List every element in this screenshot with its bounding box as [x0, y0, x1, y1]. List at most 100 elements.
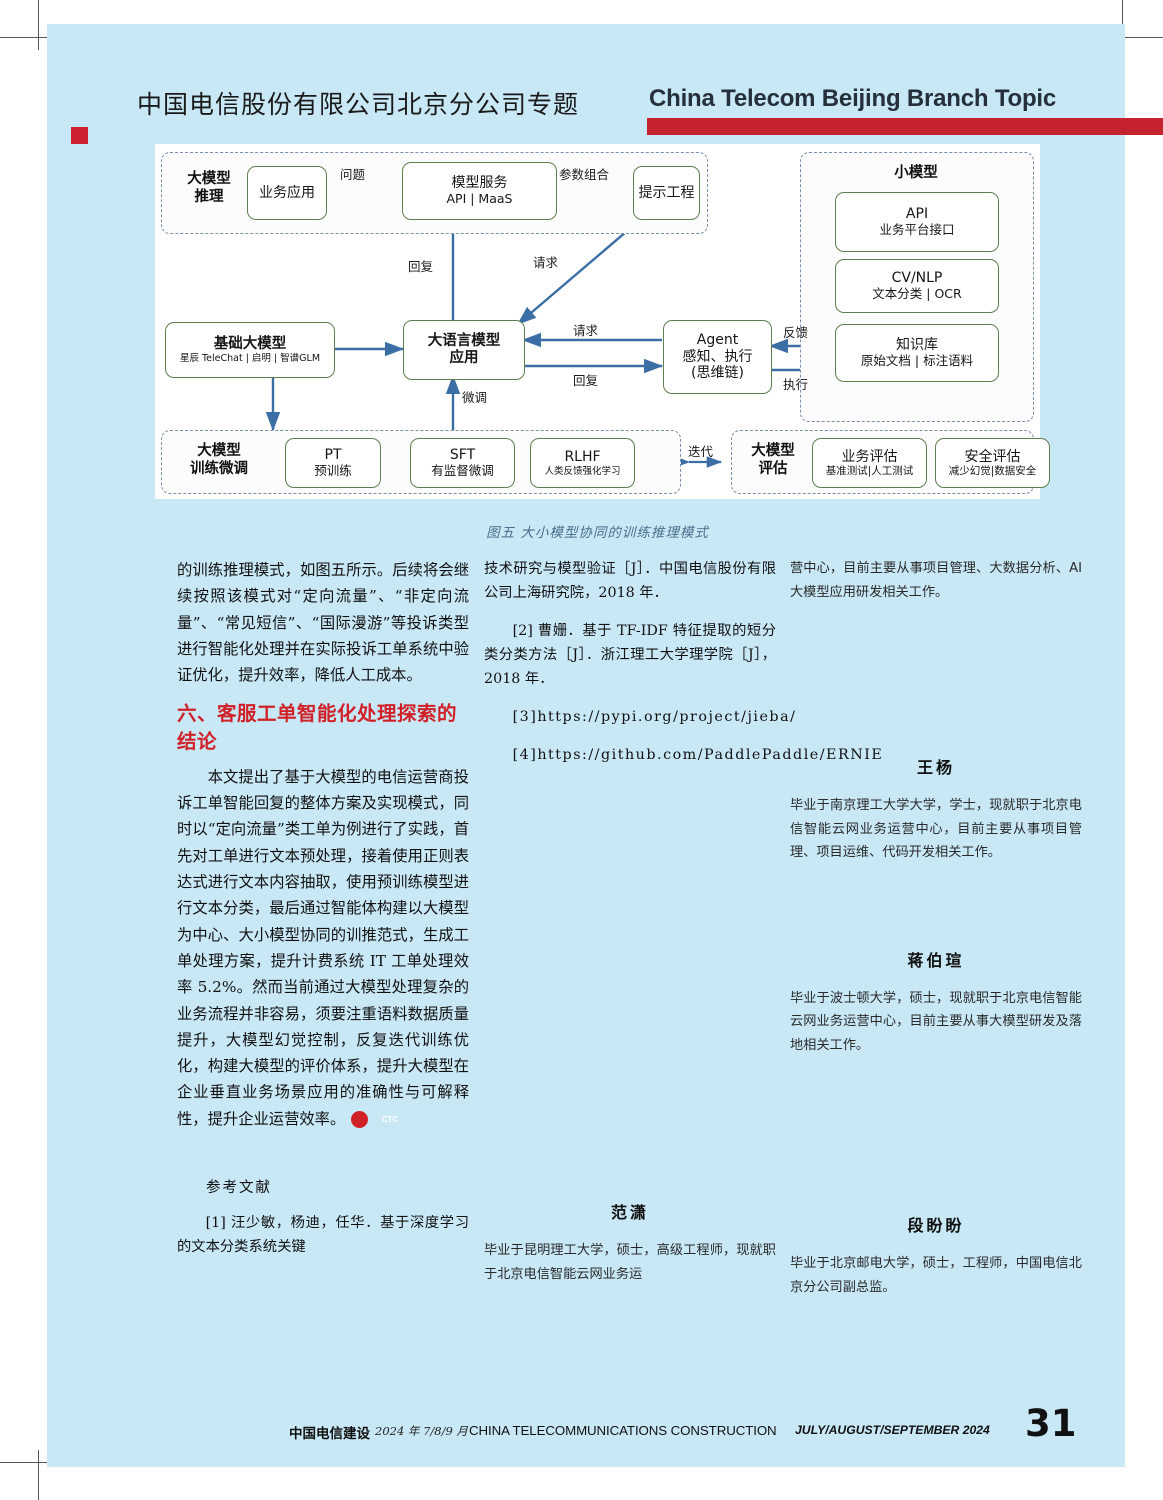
references-heading: 参考文献 — [206, 1180, 272, 1197]
column3-spacer-2 — [790, 865, 1082, 947]
box-agent-line1: Agent — [696, 332, 739, 349]
box-pt-line1: PT — [324, 447, 342, 464]
edge-label-param-combo: 参数组合 — [559, 167, 610, 182]
red-square-marker — [71, 127, 88, 144]
reference-item-2: [2] 曹姗．基于 TF-IDF 特征提取的短分类分类方法［J］．浙江理工大学理… — [484, 623, 776, 688]
edge-label-reply-1: 回复 — [408, 259, 434, 274]
edge-label-execute: 执行 — [783, 377, 809, 392]
box-sft-line2: 有监督微调 — [431, 462, 494, 478]
section-evaluation-label: 大模型 评估 — [737, 442, 809, 478]
figure-caption: 图五 大小模型协同的训练推理模式 — [486, 525, 709, 541]
box-pt: PT 预训练 — [285, 438, 381, 488]
author-name-fanxiao: 范潇 — [610, 1203, 649, 1223]
author-bio-jiangboxuan: 毕业于波士顿大学，硕士，现就职于北京电信智能云网业务运营中心，目前主要从事大模型… — [790, 990, 1082, 1053]
paragraph-conclusion: 本文提出了基于大模型的电信运营商投诉工单智能回复的整体方案及实现模式，同时以“定… — [177, 764, 469, 1132]
footer-date-english: JULY/AUGUST/SEPTEMBER 2024 — [795, 1423, 990, 1437]
box-business-evaluation-line1: 业务评估 — [841, 448, 898, 465]
box-cv-nlp-line1: CV/NLP — [891, 270, 943, 287]
section-inference-line1: 大模型 — [187, 171, 231, 187]
author-name-jiangboxuan: 蒋伯瑄 — [907, 950, 965, 970]
reference-item-1-continued: 技术研究与模型验证［J］．中国电信股份有限公司上海研究院，2018 年． — [484, 561, 776, 602]
reference-item-3: [3]https://pypi.org/project/jieba/ — [512, 709, 797, 726]
box-llm-application-line2: 应用 — [449, 350, 479, 366]
crop-mark-right-top — [1113, 37, 1163, 38]
crop-mark-bottom-left — [38, 1450, 39, 1500]
author-bio-continued: 营中心，目前主要从事项目管理、大数据分析、AI 大模型应用研发相关工作。 — [790, 561, 1082, 600]
footer-journal-english: CHINA TELECOMMUNICATIONS CONSTRUCTION — [469, 1423, 777, 1438]
page-canvas: 中国电信股份有限公司北京分公司专题 China Telecom Beijing … — [47, 24, 1163, 1467]
box-business-evaluation-line2: 基准测试|人工测试 — [825, 465, 914, 478]
section-training-line2: 训练微调 — [190, 461, 248, 478]
footer-date-chinese: 2024 年 7/8/9 月 — [375, 1424, 468, 1438]
page-header: 中国电信股份有限公司北京分公司专题 China Telecom Beijing … — [137, 79, 1163, 145]
box-base-large-model: 基础大模型 星辰 TeleChat | 启明 | 智谱GLM — [165, 322, 335, 378]
footer-page-number: 31 — [1025, 1402, 1077, 1445]
box-base-large-model-line1: 基础大模型 — [213, 335, 287, 352]
column-1: 的训练推理模式，如图五所示。后续将会继续按照该模式对“定向流量”、“非定向流量”… — [177, 557, 469, 1273]
box-security-evaluation-line1: 安全评估 — [964, 448, 1021, 465]
header-title-english: China Telecom Beijing Branch Topic — [649, 85, 1057, 112]
edge-label-iterate: 迭代 — [688, 444, 714, 459]
author-name-duanpanpan: 段盼盼 — [907, 1216, 965, 1235]
reference-item-4: [4]https://github.com/PaddlePaddle/ERNIE — [512, 747, 884, 764]
box-business-app-label: 业务应用 — [259, 184, 315, 201]
section-training-label: 大模型 训练微调 — [169, 442, 269, 478]
crop-mark-left-bottom — [0, 1462, 50, 1463]
ctc-logo: CTC — [351, 1111, 398, 1129]
column3-spacer-1 — [790, 604, 1082, 754]
author-bio-duanpanpan: 毕业于北京邮电大学，硕士，工程师，中国电信北京分公司副总监。 — [790, 1256, 1082, 1295]
box-small-api-line1: API — [905, 206, 929, 223]
crop-mark-top-left — [38, 0, 39, 50]
section-small-model-label: 小模型 — [894, 165, 938, 181]
paragraph-continuation: 的训练推理模式，如图五所示。后续将会继续按照该模式对“定向流量”、“非定向流量”… — [177, 561, 469, 685]
author-name-wangyang: 王杨 — [916, 758, 955, 777]
box-knowledge-base-line2: 原始文档 | 标注语料 — [860, 352, 974, 368]
edge-label-feedback: 反馈 — [783, 325, 809, 340]
box-base-large-model-line2: 星辰 TeleChat | 启明 | 智谱GLM — [179, 352, 321, 364]
box-small-api: API 业务平台接口 — [835, 192, 999, 252]
box-security-evaluation: 安全评估 减少幻觉|数据安全 — [935, 438, 1050, 488]
conclusion-text: 本文提出了基于大模型的电信运营商投诉工单智能回复的整体方案及实现模式，同时以“定… — [177, 767, 469, 1128]
reference-item-1: [1] 汪少敏，杨迪，任华．基于深度学习的文本分类系统关键 — [177, 1215, 469, 1256]
box-knowledge-base-line1: 知识库 — [896, 337, 938, 354]
edge-label-question: 问题 — [340, 167, 366, 182]
page-footer: 中国电信建设 2024 年 7/8/9 月 CHINA TELECOMMUNIC… — [177, 1402, 1077, 1454]
box-cv-nlp-line2: 文本分类 | OCR — [872, 285, 962, 301]
footer-journal-chinese: 中国电信建设 — [289, 1426, 370, 1442]
crop-mark-left-top — [0, 37, 50, 38]
box-knowledge-base: 知识库 原始文档 | 标注语料 — [835, 324, 999, 382]
section-evaluation-line2: 评估 — [758, 461, 788, 478]
box-llm-application: 大语言模型 应用 — [403, 320, 525, 380]
box-cv-nlp: CV/NLP 文本分类 | OCR — [835, 259, 999, 313]
box-agent-line3: (思维链) — [691, 365, 744, 382]
box-prompt-engineering: 提示工程 — [633, 166, 700, 220]
author-bio-wangyang: 毕业于南京理工大学大学，学士，现就职于北京电信智能云网业务运营中心，目前主要从事… — [790, 798, 1082, 860]
box-small-api-line2: 业务平台接口 — [879, 221, 955, 237]
box-model-service: 模型服务 API | MaaS — [402, 162, 557, 220]
column-2: 技术研究与模型验证［J］．中国电信股份有限公司上海研究院，2018 年． [2]… — [484, 557, 884, 1286]
box-business-evaluation: 业务评估 基准测试|人工测试 — [812, 438, 927, 488]
header-title-chinese: 中国电信股份有限公司北京分公司专题 — [137, 90, 580, 119]
box-rlhf: RLHF 人类反馈强化学习 — [530, 438, 635, 488]
author-bio-fanxiao: 毕业于昆明理工大学，硕士，高级工程师，现就职于北京电信智能云网业务运 — [484, 1243, 776, 1282]
box-agent: Agent 感知、执行 (思维链) — [663, 320, 772, 394]
section-evaluation-line1: 大模型 — [751, 443, 795, 459]
edge-label-request-1: 请求 — [533, 255, 559, 270]
box-sft-line1: SFT — [449, 447, 476, 464]
box-business-app: 业务应用 — [247, 166, 327, 220]
section-heading-conclusion: 六、客服工单智能化处理探索的结论 — [177, 702, 458, 754]
box-rlhf-line1: RLHF — [564, 449, 601, 466]
box-pt-line2: 预训练 — [314, 462, 352, 478]
section-inference-line2: 推理 — [194, 189, 224, 206]
edge-label-request-2: 请求 — [573, 323, 599, 338]
section-training-line1: 大模型 — [197, 443, 241, 459]
edge-label-finetune: 微调 — [462, 390, 488, 405]
box-agent-line2: 感知、执行 — [682, 348, 753, 365]
section-inference-label: 大模型 推理 — [173, 170, 245, 206]
box-model-service-line1: 模型服务 — [451, 175, 508, 192]
box-security-evaluation-line2: 减少幻觉|数据安全 — [948, 465, 1037, 478]
column-3: 营中心，目前主要从事项目管理、大数据分析、AI 大模型应用研发相关工作。 王杨 … — [790, 557, 1082, 1299]
edge-label-reply-2: 回复 — [573, 373, 599, 388]
box-rlhf-line2: 人类反馈强化学习 — [544, 465, 621, 477]
box-sft: SFT 有监督微调 — [410, 438, 515, 488]
